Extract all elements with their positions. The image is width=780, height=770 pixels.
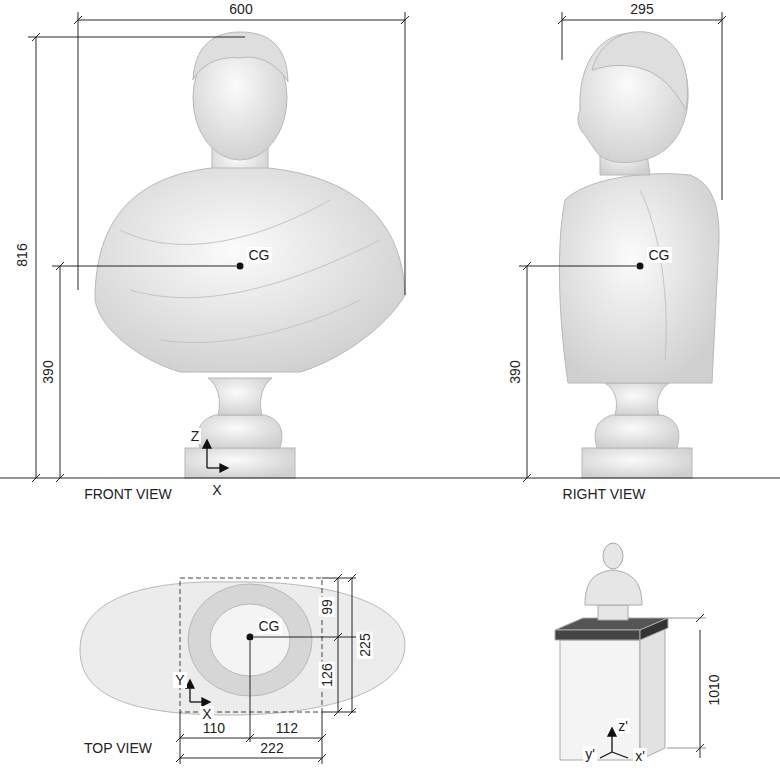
dimension-label: 390 [507, 358, 523, 385]
dimension-label: 225 [357, 631, 373, 658]
axis-label: y' [583, 746, 597, 762]
dimension-label: 390 [40, 358, 56, 385]
axis-label: x' [633, 748, 647, 764]
cg-label: CG [647, 247, 672, 263]
dimension-label: 600 [227, 1, 254, 17]
dimension-label: 110 [201, 720, 227, 736]
axis-label: X [210, 482, 223, 498]
dimension-label: 295 [628, 1, 655, 17]
view-title: FRONT VIEW [82, 486, 174, 502]
dimension-label: 1010 [706, 672, 722, 707]
axis-label: z' [616, 718, 630, 734]
dimension-label: 99 [319, 597, 335, 617]
axis-label: Y [173, 672, 186, 688]
cg-label: CG [247, 247, 272, 263]
top-bust [80, 578, 405, 715]
axis-label: Z [189, 428, 202, 444]
front-bust [95, 32, 405, 478]
cg-label: CG [257, 618, 282, 634]
dimension-label: 126 [319, 661, 335, 688]
pedestal [555, 543, 668, 760]
dimension-label: 112 [274, 720, 300, 736]
dimension-label: 222 [258, 740, 285, 756]
dimension-label: 816 [14, 241, 30, 268]
dimension-lines [0, 12, 780, 764]
cg-dots [237, 263, 644, 641]
view-title: RIGHT VIEW [561, 486, 648, 502]
side-bust [559, 32, 719, 478]
view-title: TOP VIEW [82, 740, 154, 756]
